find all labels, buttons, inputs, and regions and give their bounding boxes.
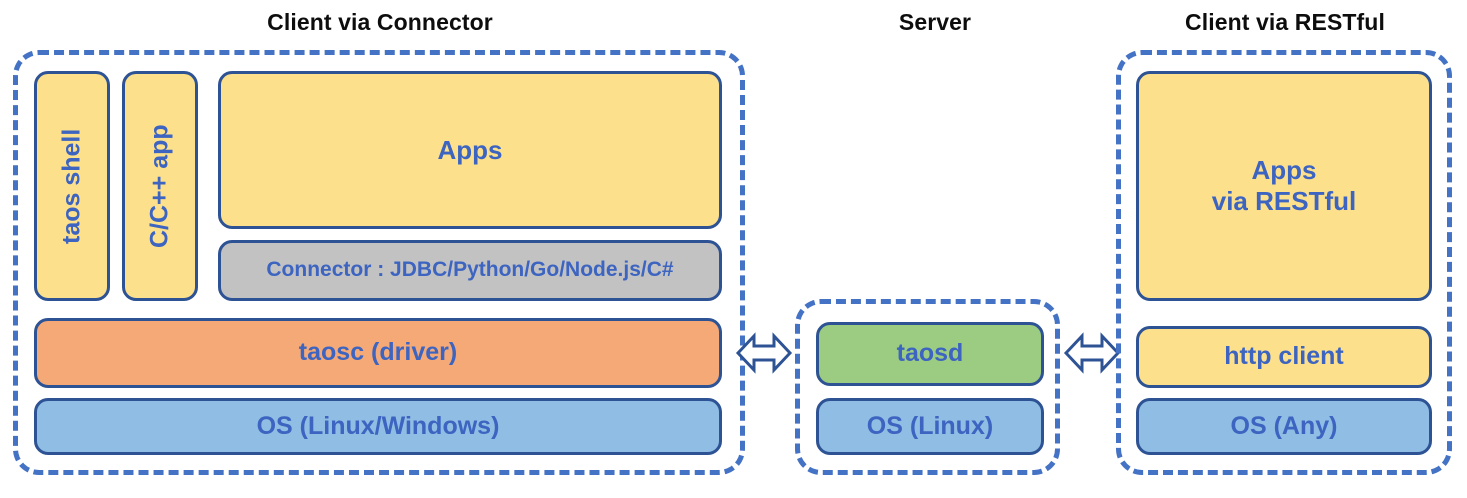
box-c-cpp-app[interactable]: C/C++ app: [122, 71, 198, 301]
box-http-client[interactable]: http client: [1136, 326, 1432, 388]
panel-server: [795, 299, 1060, 475]
arrow-server-to-restful-client: [1063, 325, 1121, 381]
box-apps-via-restful[interactable]: Apps via RESTful: [1136, 71, 1432, 301]
panel-client-restful: [1116, 50, 1452, 475]
section-title-client-restful: Client via RESTful: [1185, 9, 1385, 35]
box-os-any[interactable]: OS (Any): [1136, 398, 1432, 455]
box-connector[interactable]: Connector : JDBC/Python/Go/Node.js/C#: [218, 240, 722, 301]
box-taos-shell[interactable]: taos shell: [34, 71, 110, 301]
box-taosc-driver[interactable]: taosc (driver): [34, 318, 722, 388]
box-os-linux[interactable]: OS (Linux): [816, 398, 1044, 455]
section-title-server: Server: [898, 9, 972, 35]
box-apps[interactable]: Apps: [218, 71, 722, 229]
arrow-connector-to-server: [735, 325, 793, 381]
box-taosd[interactable]: taosd: [816, 322, 1044, 386]
panel-client-connector: [13, 50, 745, 475]
box-os-linux-windows[interactable]: OS (Linux/Windows): [34, 398, 722, 455]
section-title-client-connector: Client via Connector: [267, 9, 493, 35]
